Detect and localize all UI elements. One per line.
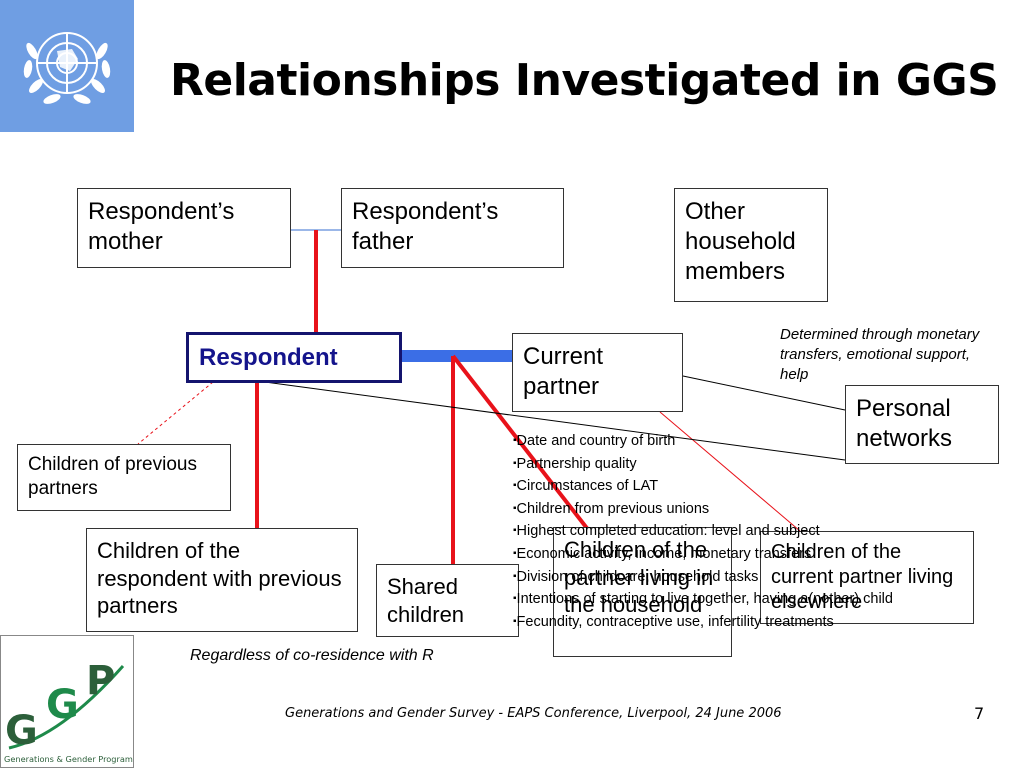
- other-household-members-box: Other household members: [674, 188, 828, 302]
- list-item: Economic activity, income, monetary tran…: [513, 543, 893, 566]
- previous-partners-line: [137, 381, 214, 445]
- shared-children-box: Shared children: [376, 564, 519, 637]
- children-of-previous-partners-box: Children of previous partners: [17, 444, 231, 511]
- ggp-letter: P: [86, 658, 115, 704]
- ggp-letter: G: [5, 708, 38, 754]
- list-item: Intentions of starting to live together,…: [513, 588, 893, 611]
- list-item: Date and country of birth: [513, 430, 893, 453]
- list-item: Partnership quality: [513, 453, 893, 476]
- respondents-father-box: Respondent’s father: [341, 188, 564, 268]
- coresidence-note: Regardless of co-residence with R: [190, 647, 434, 664]
- children-respondent-previous-partners-box: Children of the respondent with previous…: [86, 528, 358, 632]
- page-title: Relationships Investigated in GGS: [170, 55, 999, 106]
- ggp-caption: Generations & Gender Programme: [4, 754, 133, 764]
- current-partner-box: Current partner: [512, 333, 683, 412]
- partnership-bar: [402, 350, 512, 362]
- footer-text: Generations and Gender Survey - EAPS Con…: [285, 706, 782, 721]
- partner-details-list: Date and country of birth Partnership qu…: [513, 430, 893, 633]
- list-item: Circumstances of LAT: [513, 475, 893, 498]
- respondents-mother-box: Respondent’s mother: [77, 188, 291, 268]
- list-item: Highest completed education: level and s…: [513, 520, 893, 543]
- networks-note: Determined through monetary transfers, e…: [780, 326, 980, 383]
- respondent-box: Respondent: [186, 332, 402, 383]
- list-item: Fecundity, contraceptive use, infertilit…: [513, 611, 893, 634]
- list-item: Division of childcare, household tasks: [513, 566, 893, 589]
- un-emblem-icon: [23, 32, 111, 104]
- ggp-letter: G: [46, 682, 79, 728]
- page-number: 7: [974, 704, 985, 723]
- ggp-emblem-icon: P G G Generations & Gender Programme: [4, 658, 146, 764]
- partner-networks-line: [682, 375, 846, 411]
- ggp-logo: P G G Generations & Gender Programme: [0, 635, 146, 768]
- list-item: Children from previous unions: [513, 498, 893, 521]
- un-logo: [0, 0, 134, 132]
